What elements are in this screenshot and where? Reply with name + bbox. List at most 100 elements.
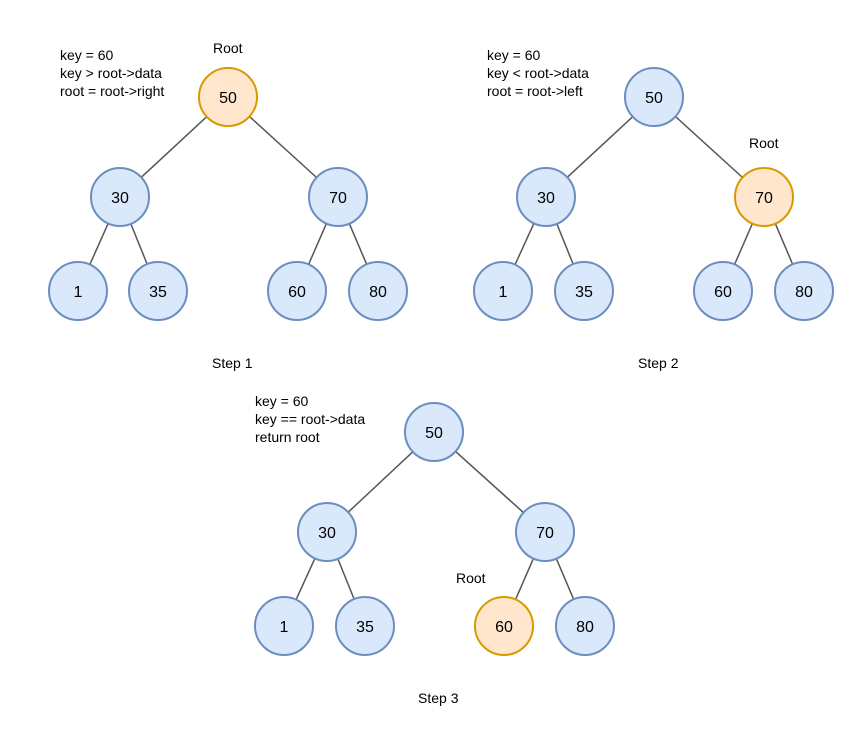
- node-circle: [308, 167, 368, 227]
- node-circle: [297, 502, 357, 562]
- node-circle: [516, 167, 576, 227]
- tree-node-50: 50: [404, 402, 464, 462]
- step-2-notes: key = 60 key < root->data root = root->l…: [487, 46, 589, 100]
- node-circle: [624, 67, 684, 127]
- tree-node-70: 70: [308, 167, 368, 227]
- node-value: 50: [425, 425, 443, 442]
- node-value: 70: [755, 190, 773, 207]
- step-1-root-label: Root: [213, 40, 243, 56]
- step-2-caption: Step 2: [638, 355, 679, 371]
- tree-node-60-current-root: 60: [474, 596, 534, 656]
- step-1-note-line: root = root->right: [60, 83, 165, 99]
- node-circle: [515, 502, 575, 562]
- tree-node-70-current-root: 70: [734, 167, 794, 227]
- edge-70-80: [774, 223, 794, 265]
- node-value: 1: [280, 619, 289, 636]
- node-circle: [128, 261, 188, 321]
- tree-node-30: 30: [516, 167, 576, 227]
- step-3-root-label: Root: [456, 570, 486, 586]
- step-3-notes: key = 60 key == root->data return root: [255, 392, 365, 446]
- node-value: 30: [111, 190, 129, 207]
- node-value: 60: [714, 284, 732, 301]
- step-2-tree: 50 30 70 1 35 60 80: [473, 67, 834, 321]
- step-3-note-line: return root: [255, 429, 320, 445]
- step-3-caption: Step 3: [418, 690, 459, 706]
- node-circle: [474, 596, 534, 656]
- step-3-tree: 50 30 70 1 35 60 80: [254, 402, 615, 656]
- node-circle: [554, 261, 614, 321]
- edge-50-70: [455, 450, 524, 514]
- edge-30-1: [89, 223, 109, 265]
- tree-node-35: 35: [128, 261, 188, 321]
- node-value: 70: [329, 190, 347, 207]
- node-value: 50: [645, 90, 663, 107]
- node-value: 35: [356, 619, 374, 636]
- edge-50-70: [674, 115, 744, 179]
- tree-node-70: 70: [515, 502, 575, 562]
- node-value: 80: [576, 619, 594, 636]
- step-1-note-line: key = 60: [60, 47, 114, 63]
- node-value: 60: [288, 284, 306, 301]
- step-1-caption: Step 1: [212, 355, 253, 371]
- node-circle: [90, 167, 150, 227]
- node-value: 35: [149, 284, 167, 301]
- edge-50-30: [140, 116, 208, 178]
- tree-node-80: 80: [774, 261, 834, 321]
- edge-70-60: [514, 558, 535, 600]
- node-value: 80: [369, 284, 387, 301]
- step-2-note-line: root = root->left: [487, 83, 583, 99]
- node-circle: [734, 167, 794, 227]
- node-circle: [693, 261, 753, 321]
- node-value: 30: [318, 525, 336, 542]
- tree-node-60: 60: [693, 261, 753, 321]
- node-value: 1: [499, 284, 508, 301]
- node-circle: [348, 261, 408, 321]
- node-value: 35: [575, 284, 593, 301]
- node-circle: [473, 261, 533, 321]
- step-2-note-line: key < root->data: [487, 65, 589, 81]
- edge-30-1: [295, 558, 316, 600]
- node-circle: [404, 402, 464, 462]
- tree-node-80: 80: [555, 596, 615, 656]
- edge-70-60: [733, 223, 754, 265]
- tree-node-1: 1: [48, 261, 108, 321]
- edge-30-35: [130, 223, 148, 265]
- step-2-note-line: key = 60: [487, 47, 541, 63]
- edge-50-30: [566, 116, 634, 178]
- tree-node-50: 50: [624, 67, 684, 127]
- edge-50-70: [248, 115, 318, 179]
- node-value: 30: [537, 190, 555, 207]
- step-3-note-line: key = 60: [255, 393, 309, 409]
- node-value: 50: [219, 90, 237, 107]
- node-value: 1: [74, 284, 83, 301]
- node-value: 60: [495, 619, 513, 636]
- edge-70-80: [348, 223, 368, 265]
- node-circle: [267, 261, 327, 321]
- step-3-note-line: key == root->data: [255, 411, 366, 427]
- tree-node-30: 30: [297, 502, 357, 562]
- step-1-note-line: key > root->data: [60, 65, 162, 81]
- tree-node-50-current-root: 50: [198, 67, 258, 127]
- tree-node-1: 1: [254, 596, 314, 656]
- node-value: 80: [795, 284, 813, 301]
- tree-node-80: 80: [348, 261, 408, 321]
- step-2-root-label: Root: [749, 135, 779, 151]
- step-1-tree: 50 30 70 1 35 60 80: [48, 67, 408, 321]
- tree-node-35: 35: [554, 261, 614, 321]
- node-circle: [774, 261, 834, 321]
- node-circle: [48, 261, 108, 321]
- node-circle: [254, 596, 314, 656]
- edge-30-1: [514, 223, 535, 265]
- edge-70-60: [307, 223, 328, 265]
- edge-70-80: [555, 558, 575, 600]
- tree-node-35: 35: [335, 596, 395, 656]
- node-value: 70: [536, 525, 554, 542]
- step-1-notes: key = 60 key > root->data root = root->r…: [60, 46, 164, 100]
- node-circle: [335, 596, 395, 656]
- tree-node-1: 1: [473, 261, 533, 321]
- tree-node-30: 30: [90, 167, 150, 227]
- edge-30-35: [337, 558, 355, 600]
- node-circle: [555, 596, 615, 656]
- edge-30-35: [556, 223, 574, 265]
